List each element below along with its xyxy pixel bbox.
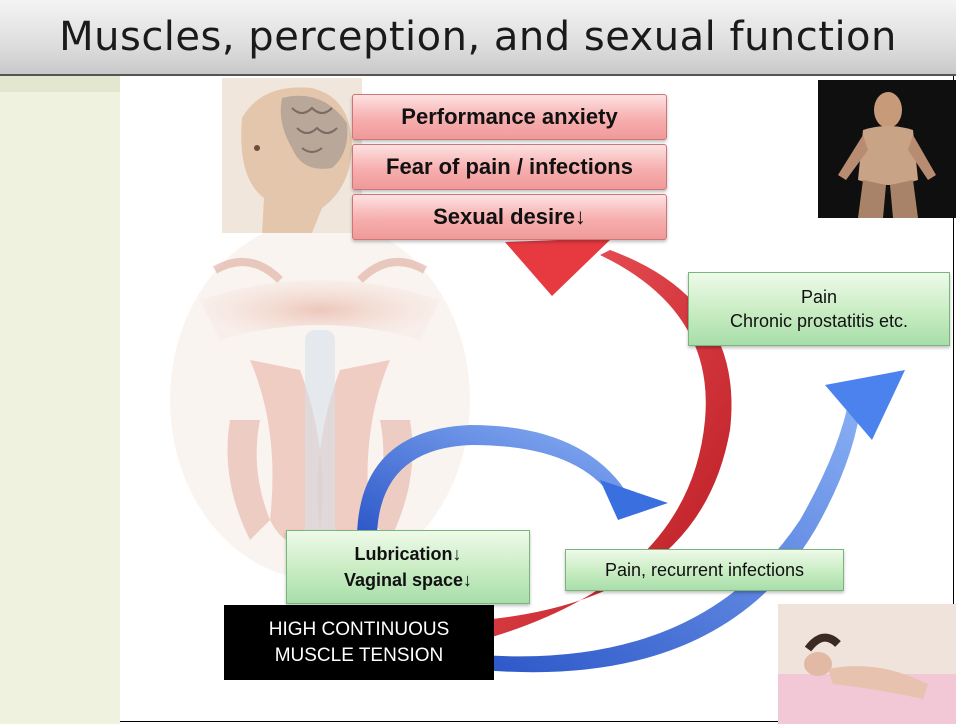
red-arrow-head (505, 238, 612, 296)
pain-chronic-prostatitis-box: Pain Chronic prostatitis etc. (688, 272, 950, 346)
fear-of-pain-label: Fear of pain / infections (386, 154, 633, 180)
tension-line2: MUSCLE TENSION (275, 643, 444, 669)
pain-recurrent-infections-box: Pain, recurrent infections (565, 549, 844, 591)
blue-small-arrow (357, 425, 625, 535)
blue-big-arrow-head (825, 370, 905, 440)
fear-of-pain-box: Fear of pain / infections (352, 144, 667, 190)
vaginal-space-label: Vaginal space↓ (344, 567, 472, 593)
performance-anxiety-box: Performance anxiety (352, 94, 667, 140)
pain-recurrent-infections-label: Pain, recurrent infections (605, 560, 804, 581)
tension-line1: HIGH CONTINUOUS (269, 617, 450, 643)
lubrication-label: Lubrication↓ (355, 541, 462, 567)
pain-label: Pain (801, 285, 837, 309)
performance-anxiety-label: Performance anxiety (401, 104, 617, 130)
lubrication-vaginal-space-box: Lubrication↓ Vaginal space↓ (286, 530, 530, 604)
blue-small-arrow-head (600, 480, 668, 520)
sexual-desire-label: Sexual desire↓ (433, 204, 586, 230)
sexual-desire-box: Sexual desire↓ (352, 194, 667, 240)
chronic-prostatitis-label: Chronic prostatitis etc. (730, 309, 908, 333)
muscle-tension-box: HIGH CONTINUOUS MUSCLE TENSION (224, 605, 494, 680)
